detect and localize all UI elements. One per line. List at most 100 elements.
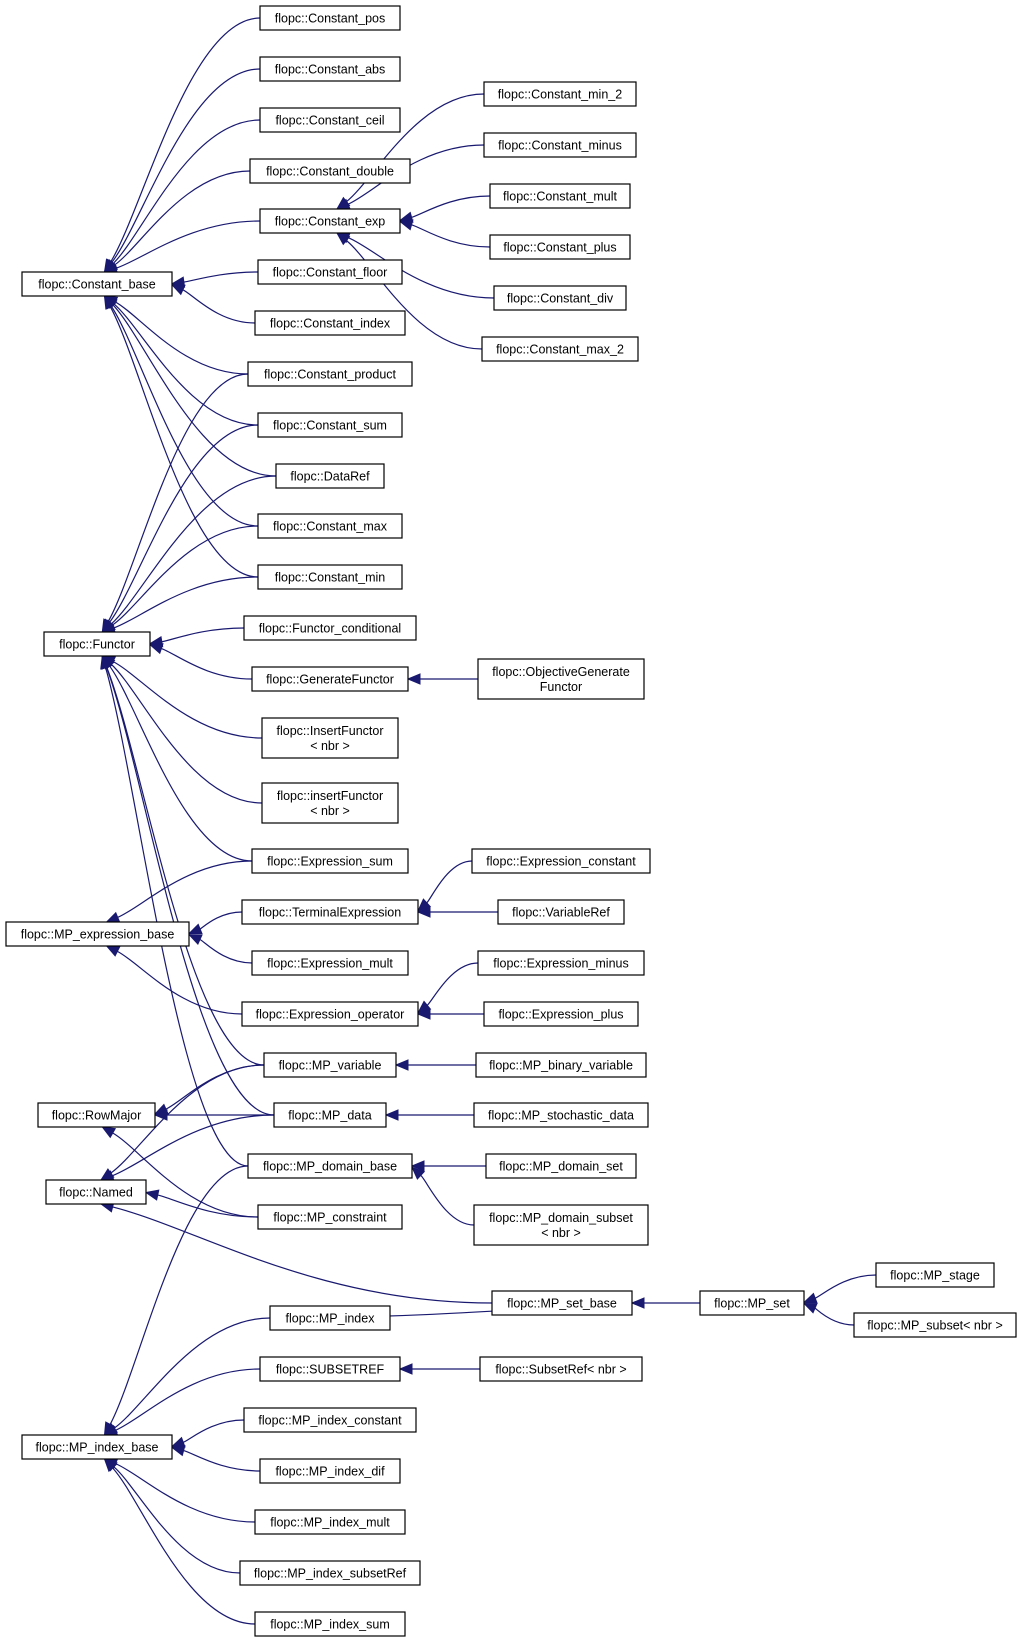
inheritance-edge-expression-operator-to-mp-expression-base (117, 950, 243, 1015)
class-node-constant-plus[interactable]: flopc::Constant_plus (489, 234, 631, 260)
arrowhead-icon (105, 911, 121, 923)
class-node-mp-index[interactable]: flopc::MP_index (269, 1305, 391, 1331)
class-node-functor-conditional[interactable]: flopc::Functor_conditional (243, 615, 417, 641)
class-node-constant-min[interactable]: flopc::Constant_min (257, 564, 403, 590)
class-node-expression-plus[interactable]: flopc::Expression_plus (483, 1001, 639, 1027)
class-node-constant-max-2[interactable]: flopc::Constant_max_2 (481, 336, 639, 362)
class-node-label: flopc::MP_index_subsetRef (254, 1567, 407, 1581)
class-node-constant-floor[interactable]: flopc::Constant_floor (257, 259, 403, 285)
class-node-label: flopc::MP_domain_set (499, 1160, 623, 1174)
class-node-insertfunctor-lower[interactable]: flopc::insertFunctor< nbr > (261, 782, 399, 824)
class-node-constant-abs[interactable]: flopc::Constant_abs (259, 56, 401, 82)
inheritance-edge-mp-domain-subset-to-mp-domain-base (420, 1174, 475, 1226)
class-node-named[interactable]: flopc::Named (45, 1179, 147, 1205)
class-node-label: flopc::SubsetRef< nbr > (495, 1363, 626, 1377)
class-node-box (21, 1434, 173, 1460)
class-node-mp-constraint[interactable]: flopc::MP_constraint (257, 1204, 403, 1230)
arrowhead-icon (630, 1297, 645, 1309)
class-node-mp-index-dif[interactable]: flopc::MP_index_dif (259, 1458, 401, 1484)
class-node-label: flopc::Functor_conditional (259, 622, 401, 636)
class-node-mp-domain-base[interactable]: flopc::MP_domain_base (247, 1153, 413, 1179)
class-node-constant-minus[interactable]: flopc::Constant_minus (483, 132, 637, 158)
class-node-label: flopc::insertFunctor (277, 789, 383, 803)
inheritance-edge-constant-product-to-constant-base (114, 301, 249, 375)
class-node-subsetref-nbr[interactable]: flopc::SubsetRef< nbr > (479, 1356, 643, 1382)
class-node-box (254, 1509, 406, 1535)
inheritance-edge-constant-div-to-constant-exp (347, 237, 495, 299)
class-node-constant-ceil[interactable]: flopc::Constant_ceil (259, 107, 401, 133)
class-node-variableref[interactable]: flopc::VariableRef (497, 899, 625, 925)
arrowhead-icon (417, 898, 432, 912)
class-node-mp-index-mult[interactable]: flopc::MP_index_mult (254, 1509, 406, 1535)
class-node-constant-sum[interactable]: flopc::Constant_sum (257, 412, 403, 438)
class-node-box (241, 899, 419, 925)
class-node-mp-stage[interactable]: flopc::MP_stage (875, 1262, 995, 1288)
class-node-constant-div[interactable]: flopc::Constant_div (493, 285, 627, 311)
class-node-constant-base[interactable]: flopc::Constant_base (21, 271, 173, 297)
class-node-mp-binary-variable[interactable]: flopc::MP_binary_variable (475, 1052, 647, 1078)
class-node-expression-minus[interactable]: flopc::Expression_minus (477, 950, 645, 976)
class-node-expression-mult[interactable]: flopc::Expression_mult (251, 950, 409, 976)
class-node-mp-stochastic-data[interactable]: flopc::MP_stochastic_data (473, 1102, 649, 1128)
class-node-label: flopc::MP_set_base (507, 1297, 617, 1311)
class-node-constant-min-2[interactable]: flopc::Constant_min_2 (483, 81, 637, 107)
inheritance-edge-mp-data-to-functor (105, 667, 275, 1116)
class-node-rowmajor[interactable]: flopc::RowMajor (37, 1102, 156, 1128)
class-node-expression-sum[interactable]: flopc::Expression_sum (251, 848, 409, 874)
class-node-mp-domain-subset[interactable]: flopc::MP_domain_subset< nbr > (473, 1204, 649, 1246)
class-node-constant-double[interactable]: flopc::Constant_double (249, 158, 411, 184)
inheritance-edge-constant-index-to-constant-base (182, 289, 256, 324)
class-node-mp-subset-nbr[interactable]: flopc::MP_subset< nbr > (853, 1312, 1017, 1338)
class-node-constant-product[interactable]: flopc::Constant_product (247, 361, 413, 387)
class-node-functor[interactable]: flopc::Functor (43, 631, 151, 657)
class-node-box (481, 336, 639, 362)
inheritance-edge-constant-sum-to-functor (109, 424, 259, 623)
class-node-constant-index[interactable]: flopc::Constant_index (254, 310, 406, 336)
class-node-label: flopc::Constant_min_2 (498, 88, 622, 102)
class-node-box (263, 1052, 397, 1078)
class-node-dataref[interactable]: flopc::DataRef (275, 463, 385, 489)
class-node-insertfunctor-upper[interactable]: flopc::InsertFunctor< nbr > (261, 717, 399, 759)
class-node-mp-index-sum[interactable]: flopc::MP_index_sum (254, 1611, 406, 1637)
class-node-box (259, 208, 401, 234)
class-node-mp-set-base[interactable]: flopc::MP_set_base (491, 1290, 633, 1316)
class-node-constant-max[interactable]: flopc::Constant_max (257, 513, 403, 539)
class-node-label: flopc::Constant_max (273, 520, 388, 534)
class-node-mp-data[interactable]: flopc::MP_data (273, 1102, 387, 1128)
class-node-mp-set[interactable]: flopc::MP_set (699, 1290, 805, 1316)
class-node-box (477, 658, 645, 700)
class-node-expression-operator[interactable]: flopc::Expression_operator (241, 1001, 419, 1027)
inheritance-edge-mp-stage-to-mp-set (814, 1274, 877, 1299)
class-node-mp-expression-base[interactable]: flopc::MP_expression_base (5, 921, 190, 947)
class-node-mp-domain-set[interactable]: flopc::MP_domain_set (485, 1153, 637, 1179)
arrowhead-icon (410, 1160, 425, 1172)
arrowhead-icon (105, 945, 121, 957)
class-node-mp-variable[interactable]: flopc::MP_variable (263, 1052, 397, 1078)
class-node-constant-mult[interactable]: flopc::Constant_mult (489, 183, 631, 209)
inheritance-edge-constant-max-2-to-constant-exp (345, 240, 483, 350)
class-node-label: flopc::Constant_plus (503, 241, 616, 255)
inheritance-edge-mp-set-base-to-named (112, 1206, 493, 1304)
class-node-box (251, 848, 409, 874)
class-node-label: flopc::MP_data (288, 1109, 371, 1123)
class-node-mp-index-base[interactable]: flopc::MP_index_base (21, 1434, 173, 1460)
class-node-label: flopc::Constant_abs (275, 63, 386, 77)
inheritance-edge-mp-constraint-to-named (157, 1194, 259, 1218)
class-node-box (259, 107, 401, 133)
inheritance-edge-mp-variable-to-functor (106, 666, 265, 1066)
class-node-terminalexpression[interactable]: flopc::TerminalExpression (241, 899, 419, 925)
class-node-generatefunctor[interactable]: flopc::GenerateFunctor (251, 666, 409, 692)
class-node-constant-pos[interactable]: flopc::Constant_pos (259, 5, 401, 31)
class-node-label: < nbr > (541, 1226, 581, 1240)
class-node-mp-index-subsetref[interactable]: flopc::MP_index_subsetRef (239, 1560, 421, 1586)
class-node-expression-constant[interactable]: flopc::Expression_constant (471, 848, 651, 874)
class-node-constant-exp[interactable]: flopc::Constant_exp (259, 208, 401, 234)
class-node-box (254, 310, 406, 336)
class-node-box (259, 5, 401, 31)
class-node-mp-index-constant[interactable]: flopc::MP_index_constant (243, 1407, 417, 1433)
inheritance-edge-subsetref-upper-to-mp-index-base (115, 1368, 261, 1431)
inheritance-edge-constant-min-2-to-constant-exp (346, 93, 485, 203)
class-node-subsetref-upper[interactable]: flopc::SUBSETREF (259, 1356, 401, 1382)
class-node-label: flopc::Constant_minus (498, 139, 622, 153)
